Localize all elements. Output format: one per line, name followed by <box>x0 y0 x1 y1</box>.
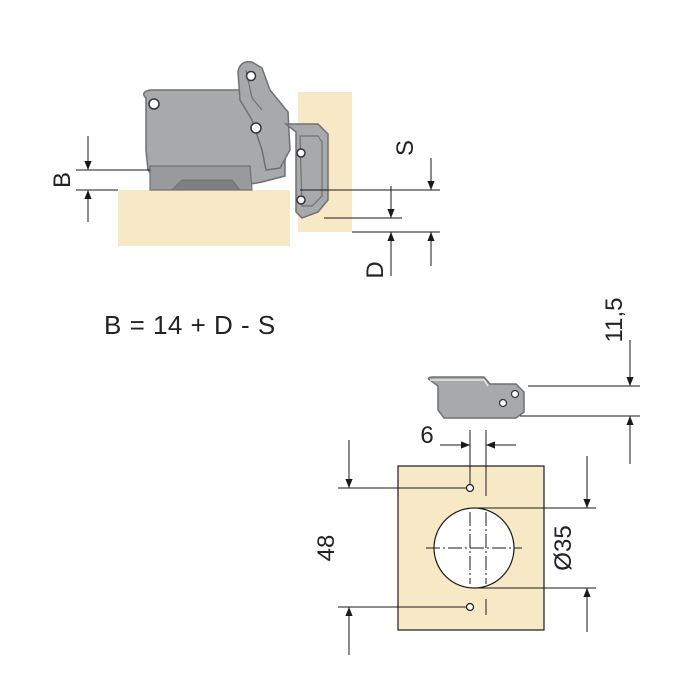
label-s: S <box>392 140 419 156</box>
label-d: D <box>362 261 389 278</box>
label-plate-height: 11,5 <box>601 298 628 343</box>
hinge-linkage <box>237 60 291 171</box>
rivet <box>296 195 306 205</box>
label-offset: 6 <box>420 422 433 449</box>
hinge-side-view: B S D <box>49 60 440 279</box>
rivet <box>296 148 306 158</box>
rivet <box>245 70 257 82</box>
screw-hole <box>465 483 475 493</box>
cabinet-panel <box>118 190 290 246</box>
mounting-plate <box>427 376 525 419</box>
mounting-plate-view: 11,5 <box>427 298 640 464</box>
label-diameter: Ø35 <box>550 525 577 570</box>
screw-hole <box>465 602 475 612</box>
formula: B = 14 + D - S <box>104 310 276 340</box>
rivet <box>250 122 262 134</box>
label-spacing: 48 <box>313 535 340 562</box>
dimension-b <box>76 136 150 222</box>
rivet <box>148 98 160 110</box>
rivet <box>498 398 508 408</box>
cup-hole-view: 6 48 Ø35 <box>313 422 596 655</box>
rivet <box>510 389 520 399</box>
hinge-cup <box>283 123 329 219</box>
label-b: B <box>49 172 76 188</box>
dimension-s-d <box>300 158 440 276</box>
